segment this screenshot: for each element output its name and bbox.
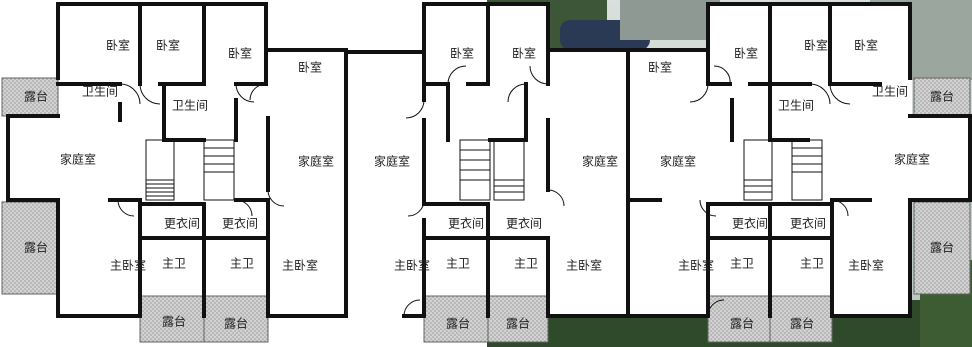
room-label-family-room: 家庭室 [894,152,930,167]
room-label-bathroom: 卫生间 [82,85,118,99]
room-label-terrace: 露台 [162,314,186,329]
room-label-dressing-room: 更衣间 [790,216,826,231]
room-label-terrace: 露台 [224,316,248,331]
room-label-bedroom: 卧室 [228,46,252,61]
room-label-terrace: 露台 [730,316,754,331]
terrace-right-lower [913,201,971,295]
room-label-terrace: 露台 [930,240,954,255]
room-label-master-bedroom: 主卧室 [848,258,884,273]
room-label-master-bedroom: 主卧室 [282,258,318,273]
terrace-unit1-b [203,295,269,343]
room-label-terrace: 露台 [930,89,954,104]
room-labels: 卧室 卧室 卧室 卧室 卧室 卧室 卧室 卧室 卧室 卧室 卫生间 卫生间 卫生… [24,38,954,331]
room-label-bedroom: 卧室 [648,60,672,75]
terrace-unit2-b [487,295,549,343]
room-label-bathroom: 卫生间 [778,99,814,113]
room-label-terrace: 露台 [446,316,470,331]
room-label-master-bath: 主卫 [730,257,754,271]
door-swings [117,65,851,317]
room-label-family-room: 家庭室 [374,154,410,169]
terrace-left-lower [1,201,59,295]
room-label-master-bath: 主卫 [230,257,254,271]
room-label-terrace: 露台 [24,89,48,104]
room-label-dressing-room: 更衣间 [448,216,484,231]
terrace-left-upper [1,77,59,117]
room-label-terrace: 露台 [506,316,530,331]
room-label-master-bath: 主卫 [514,257,538,271]
room-label-family-room: 家庭室 [298,154,334,169]
room-label-dressing-room: 更衣间 [506,216,542,231]
room-label-family-room: 家庭室 [660,154,696,169]
room-label-bedroom: 卧室 [450,46,474,61]
room-label-bedroom: 卧室 [156,38,180,53]
walls [6,2,972,318]
stairs [145,139,823,201]
room-label-bedroom: 卧室 [298,60,322,75]
terrace-unit1-a [139,295,205,343]
room-label-master-bath: 主卫 [162,257,186,271]
terrace-unit3-a [707,295,771,343]
room-label-bedroom: 卧室 [512,46,536,61]
room-label-terrace: 露台 [24,240,48,255]
room-label-bathroom: 卫生间 [172,99,208,113]
room-label-family-room: 家庭室 [582,154,618,169]
room-label-bedroom: 卧室 [106,38,130,53]
terrace-right-upper [913,77,971,117]
room-label-dressing-room: 更衣间 [164,216,200,231]
terrace-areas [1,77,971,343]
room-label-terrace: 露台 [790,316,814,331]
room-label-master-bedroom: 主卧室 [394,258,430,273]
room-label-dressing-room: 更衣间 [222,216,258,231]
room-label-bedroom: 卧室 [854,38,878,53]
terrace-unit2-a [423,295,489,343]
room-label-bathroom: 卫生间 [872,85,908,99]
room-label-master-bedroom: 主卧室 [566,258,602,273]
room-label-bedroom: 卧室 [804,38,828,53]
room-label-master-bedroom: 主卧室 [678,258,714,273]
room-label-master-bath: 主卫 [800,257,824,271]
room-label-master-bath: 主卫 [446,257,470,271]
room-label-bedroom: 卧室 [734,46,758,61]
room-label-master-bedroom: 主卧室 [110,258,146,273]
room-label-dressing-room: 更衣间 [732,216,768,231]
room-label-family-room: 家庭室 [60,152,96,167]
terrace-unit3-b [769,295,833,343]
